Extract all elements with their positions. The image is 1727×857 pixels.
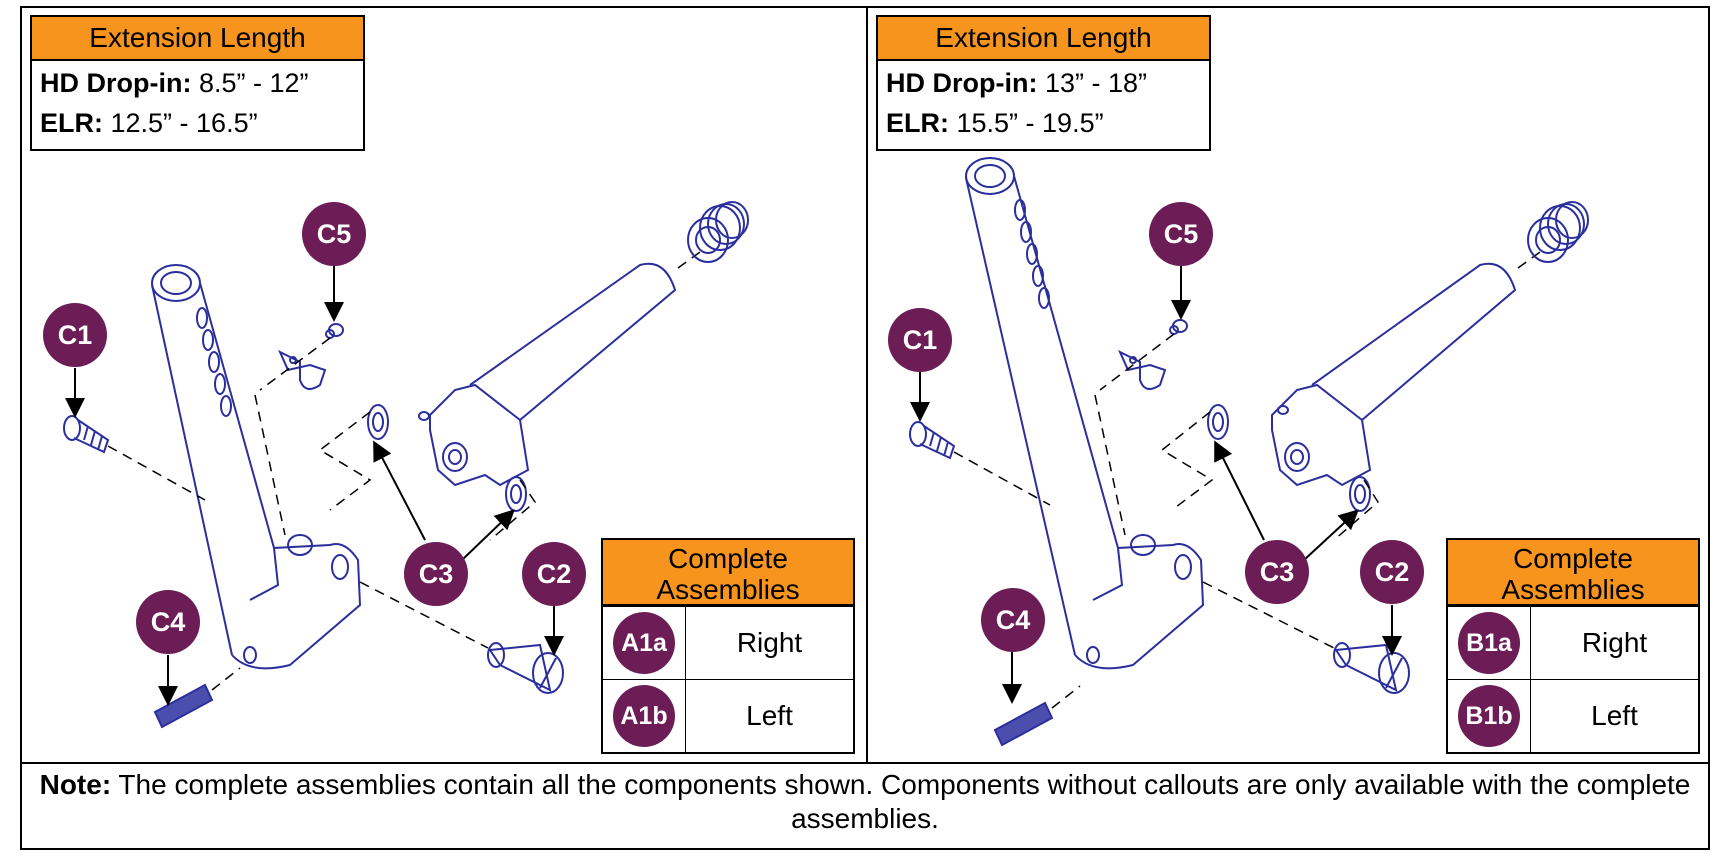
washer-c3b-right — [1349, 476, 1371, 512]
assembly-code-badge: B1b — [1458, 685, 1520, 747]
hd-drop-in-line: HD Drop-in: 13” - 18” — [878, 61, 1209, 101]
end-cap-right — [1527, 201, 1589, 263]
panel-divider — [866, 6, 868, 764]
set-screw-c4-right — [993, 701, 1054, 747]
callout-c4: C4 — [136, 590, 200, 654]
extension-length-box-right: Extension Length HD Drop-in: 13” - 18” E… — [876, 15, 1211, 151]
extension-tube-right — [965, 157, 1205, 670]
elr-label: ELR: — [40, 108, 103, 138]
receiver-tube-right — [1271, 262, 1517, 487]
washer-c3a-right — [1207, 404, 1229, 440]
callout-c5: C5 — [1149, 202, 1213, 266]
extension-length-title: Extension Length — [32, 17, 363, 61]
right-panel-parts — [909, 157, 1589, 747]
assembly-code-badge: A1b — [613, 685, 675, 747]
callout-c1: C1 — [43, 303, 107, 367]
footer-note: Note: The complete assemblies contain al… — [24, 768, 1706, 836]
assembly-row: B1b Left — [1448, 679, 1698, 752]
elr-value: 12.5” - 16.5” — [103, 108, 258, 138]
callout-c1: C1 — [888, 308, 952, 372]
washer-c3b-left — [505, 476, 527, 512]
callout-c2: C2 — [1360, 540, 1424, 604]
clip-right — [1117, 349, 1167, 390]
complete-assemblies-table-right: Complete Assemblies B1a Right B1b Left — [1446, 538, 1700, 754]
receiver-tube-left — [418, 262, 677, 487]
hd-drop-in-line: HD Drop-in: 8.5” - 12” — [32, 61, 363, 101]
assembly-side: Right — [1581, 627, 1648, 658]
bolt-c1-left — [63, 415, 110, 454]
callout-c3: C3 — [1245, 540, 1309, 604]
assemblies-title: Complete Assemblies — [1448, 540, 1698, 606]
extension-length-box-left: Extension Length HD Drop-in: 8.5” - 12” … — [30, 15, 365, 151]
complete-assemblies-table-left: Complete Assemblies A1a Right A1b Left — [601, 538, 855, 754]
pin-c2-left — [487, 642, 564, 694]
assembly-row: B1a Right — [1448, 606, 1698, 679]
clip-left — [277, 349, 327, 390]
assembly-side: Left — [746, 700, 793, 731]
assemblies-title: Complete Assemblies — [603, 540, 853, 606]
assembly-side: Right — [736, 627, 803, 658]
elr-value: 15.5” - 19.5” — [949, 108, 1104, 138]
washer-c3a-left — [367, 404, 389, 440]
assembly-row: A1a Right — [603, 606, 853, 679]
screw-c5-right — [1169, 319, 1188, 335]
assemblies-title-line1: Complete — [668, 543, 788, 574]
end-cap-left — [687, 201, 749, 263]
hd-drop-in-label: HD Drop-in: — [886, 68, 1038, 98]
diagram-frame — [20, 6, 1710, 850]
assemblies-title-line2: Assemblies — [1501, 574, 1645, 605]
callout-arrows — [65, 266, 1402, 706]
note-label: Note: — [39, 769, 112, 800]
hd-drop-in-label: HD Drop-in: — [40, 68, 192, 98]
assembly-code-badge: A1a — [613, 612, 675, 674]
pin-c2-right — [1333, 642, 1410, 694]
hd-drop-in-value: 8.5” - 12” — [191, 68, 309, 98]
assembly-side: Left — [1591, 700, 1638, 731]
screw-c5-left — [325, 323, 344, 339]
set-screw-c4-left — [153, 683, 214, 729]
note-text: The complete assemblies contain all the … — [111, 769, 1691, 834]
left-panel-parts — [63, 201, 749, 729]
callout-c5: C5 — [302, 202, 366, 266]
assembly-row: A1b Left — [603, 679, 853, 752]
extension-length-title: Extension Length — [878, 17, 1209, 61]
elr-line: ELR: 15.5” - 19.5” — [878, 101, 1209, 149]
callout-c2: C2 — [522, 542, 586, 606]
assembly-code-badge: B1a — [1458, 612, 1520, 674]
elr-label: ELR: — [886, 108, 949, 138]
hd-drop-in-value: 13” - 18” — [1037, 68, 1148, 98]
assemblies-title-line1: Complete — [1513, 543, 1633, 574]
extension-tube-left — [151, 264, 362, 670]
callout-c3: C3 — [404, 542, 468, 606]
note-divider — [20, 762, 1710, 764]
elr-line: ELR: 12.5” - 16.5” — [32, 101, 363, 149]
callout-c4: C4 — [981, 588, 1045, 652]
assemblies-title-line2: Assemblies — [656, 574, 800, 605]
bolt-c1-right — [909, 421, 956, 460]
